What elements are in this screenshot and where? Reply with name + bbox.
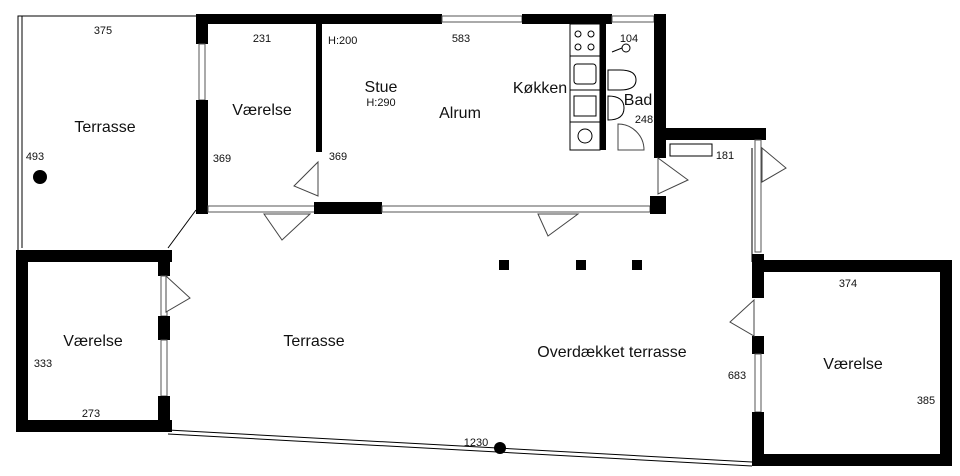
label-vaerelse-left: Værelse — [63, 333, 123, 350]
label-terrasse-left: Terrasse — [74, 119, 135, 136]
wall-vl-right-top — [158, 250, 170, 276]
dishwasher-icon — [573, 95, 597, 117]
label-stue: Stue — [365, 79, 398, 96]
column — [576, 260, 586, 270]
dim-231: 231 — [253, 33, 271, 45]
stove-burner-icon — [587, 43, 595, 51]
dim-375: 375 — [94, 25, 112, 37]
wall-vr-left-bot — [752, 412, 764, 466]
column — [632, 260, 642, 270]
wall-vl-left — [16, 250, 28, 432]
window-top-bath — [611, 15, 655, 23]
door-right-bay — [761, 146, 787, 183]
dim-333: 333 — [34, 358, 52, 370]
label-stue-height: H:290 — [366, 97, 395, 109]
label-alrum: Alrum — [439, 105, 481, 122]
marker-dot — [494, 442, 506, 454]
bottom-edge-2 — [167, 433, 753, 467]
wall-vr-bottom — [752, 454, 952, 466]
wall-right-bay-top — [654, 128, 766, 140]
door-bath — [617, 123, 645, 151]
wall-bottom-1 — [314, 202, 382, 214]
wall-partition — [316, 24, 322, 152]
wall-vl-right-bot — [158, 396, 170, 432]
stove-burner-icon — [587, 30, 595, 38]
window-vr — [754, 353, 762, 413]
wall-left — [196, 100, 208, 214]
door-alrum — [537, 213, 580, 237]
label-terrasse-center: Terrasse — [283, 333, 344, 350]
shower-icon — [621, 43, 631, 53]
bottom-edge-1 — [167, 429, 753, 463]
kitchen-counter — [569, 23, 601, 151]
dim-683: 683 — [728, 370, 746, 382]
wall-vl-bottom — [16, 420, 172, 432]
stove-burner-icon — [574, 43, 582, 51]
stove-burner-icon — [574, 30, 582, 38]
label-vaerelse-right: Værelse — [823, 356, 883, 373]
door-stue — [293, 160, 319, 197]
dim-493: 493 — [26, 151, 44, 163]
label-bad: Bad — [624, 92, 652, 109]
sink-icon — [573, 63, 597, 85]
window-bottom-1 — [207, 205, 317, 213]
label-height-200: H:200 — [328, 35, 357, 47]
wall-bottom-corner — [650, 196, 666, 214]
dim-369-a: 369 — [213, 153, 231, 165]
dim-369-b: 369 — [329, 151, 347, 163]
dim-273: 273 — [82, 408, 100, 420]
label-overdaekket: Overdækket terrasse — [537, 344, 686, 361]
wall-bath-left — [600, 24, 606, 150]
window-top — [441, 15, 523, 23]
wall-top-2 — [522, 14, 612, 24]
column — [499, 260, 509, 270]
wall-vr-right — [940, 260, 952, 466]
diagonal-edge — [167, 209, 197, 249]
dim-385: 385 — [917, 395, 935, 407]
washer-icon — [577, 128, 593, 144]
dim-104: 104 — [620, 33, 638, 45]
window-right-bay — [754, 139, 762, 253]
label-vaerelse-top: Værelse — [232, 102, 292, 119]
wall-vl-top — [16, 250, 172, 262]
door-bay — [657, 157, 689, 195]
door-vl — [165, 274, 191, 313]
wall-top-1 — [196, 14, 442, 24]
dim-248: 248 — [635, 114, 653, 126]
dim-583: 583 — [452, 33, 470, 45]
window-vl-2 — [160, 339, 168, 397]
toilet-icon — [607, 69, 637, 91]
dim-374: 374 — [839, 278, 857, 290]
door-vaerelse-top — [263, 213, 312, 241]
label-kokken: Køkken — [513, 80, 567, 97]
window-bottom-2 — [381, 205, 651, 213]
window-left — [198, 43, 206, 101]
wall-vr-top — [752, 260, 952, 272]
wall-vl-right-mid — [158, 316, 170, 340]
dim-1230: 1230 — [464, 437, 488, 449]
dim-181: 181 — [716, 150, 734, 162]
wall-right-bath — [654, 14, 666, 158]
bay-fixture — [669, 143, 713, 157]
marker-dot — [33, 170, 47, 184]
bath-sink-icon — [607, 95, 625, 121]
shower-pipe — [611, 47, 623, 53]
wall-left-top — [196, 14, 208, 44]
door-vr — [729, 298, 755, 337]
wall-vr-left-mid — [752, 336, 764, 354]
